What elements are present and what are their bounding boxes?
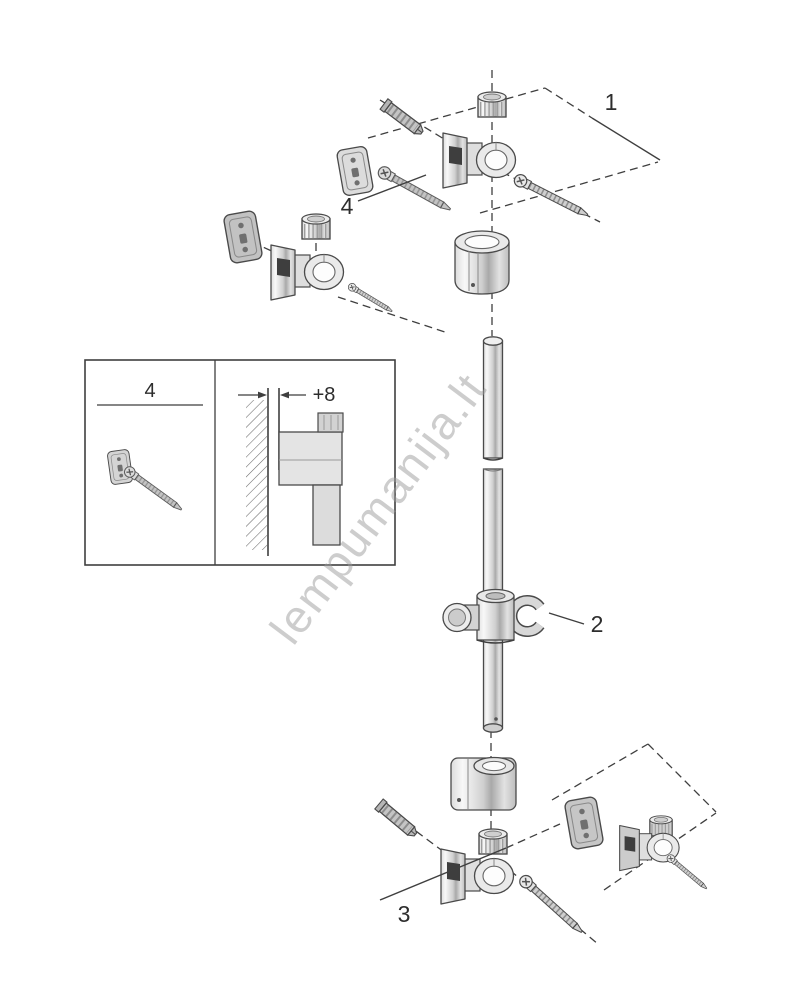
callout-2-label: 2 (591, 611, 604, 637)
inset-bracket-side-view (278, 412, 344, 546)
mounting-screw-top (512, 172, 590, 220)
callout-4-label: 4 (341, 193, 354, 219)
top-wall-holder (454, 230, 510, 295)
dashed-guide-line (337, 296, 446, 333)
cover-plate-right (563, 795, 605, 851)
swivel-bracket-left (270, 244, 345, 301)
inset-dimension-label: +8 (313, 384, 336, 406)
callout-2-leader (548, 612, 585, 625)
swivel-bracket-bottom (440, 848, 515, 905)
dashed-guide-line (367, 87, 546, 139)
mounting-screw-left (347, 282, 394, 315)
dashed-guide-line (479, 161, 659, 214)
cover-plate-left (222, 209, 264, 265)
callout-3-label: 3 (398, 901, 411, 927)
dashed-guide-line (647, 743, 717, 813)
wall-plug-anchor-bottom (375, 799, 420, 839)
wall-plug-anchor-top (380, 99, 426, 138)
mounting-screw-right (665, 853, 709, 891)
callout-4-leader (357, 174, 427, 202)
cover-plate-top (335, 145, 375, 197)
inset-detail-box: 4 +8 (84, 359, 396, 566)
mounting-screw-bottom (517, 873, 586, 937)
dashed-guide-line (505, 823, 561, 849)
callout-1-leader (591, 117, 661, 161)
inset-dimension-arrows (238, 391, 306, 399)
swivel-bracket-top (442, 132, 517, 189)
bottom-wall-holder (450, 756, 517, 811)
dashed-guide-line (551, 743, 649, 801)
dashed-guide-line (544, 87, 593, 119)
chrome-cap-right (650, 816, 672, 836)
chrome-cap-top (478, 92, 506, 117)
callout-3-leader (379, 847, 507, 901)
callout-1-label: 1 (605, 89, 618, 115)
glider-handset-holder (442, 588, 545, 644)
chrome-cap-bottom (479, 829, 507, 854)
inset-wall-hatch (246, 400, 267, 550)
chrome-cap-left (302, 214, 330, 239)
slide-bar-rail (482, 336, 504, 733)
inset-label: 4 (144, 380, 155, 402)
